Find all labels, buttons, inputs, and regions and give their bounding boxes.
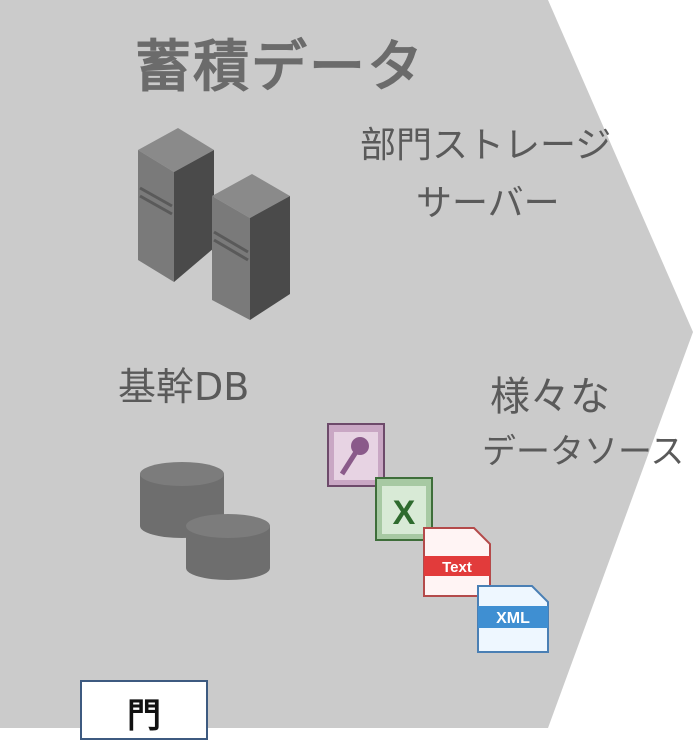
- text-file-label: Text: [442, 559, 472, 576]
- access-key-icon: [327, 423, 385, 487]
- xml-file-icon: XML: [477, 585, 549, 653]
- server-icon: [138, 128, 214, 282]
- storage-server-label: 部門ストレージ: [360, 125, 612, 166]
- text-file-icon: Text: [423, 527, 491, 597]
- database-icon: [186, 514, 270, 580]
- excel-x-icon: X: [375, 477, 433, 541]
- partial-label-text: 門: [127, 696, 161, 736]
- server-icon: [212, 174, 290, 320]
- page-title: 蓄積データ: [135, 35, 425, 100]
- storage-server-label: サーバー: [416, 183, 560, 224]
- svg-text:X: X: [393, 494, 416, 532]
- xml-file-label: XML: [496, 610, 530, 627]
- various-sources-label: データソース: [482, 432, 685, 472]
- various-sources-label: 様々な: [490, 374, 610, 420]
- core-db-label: 基幹DB: [118, 365, 250, 409]
- partial-label-box: 門: [80, 680, 208, 740]
